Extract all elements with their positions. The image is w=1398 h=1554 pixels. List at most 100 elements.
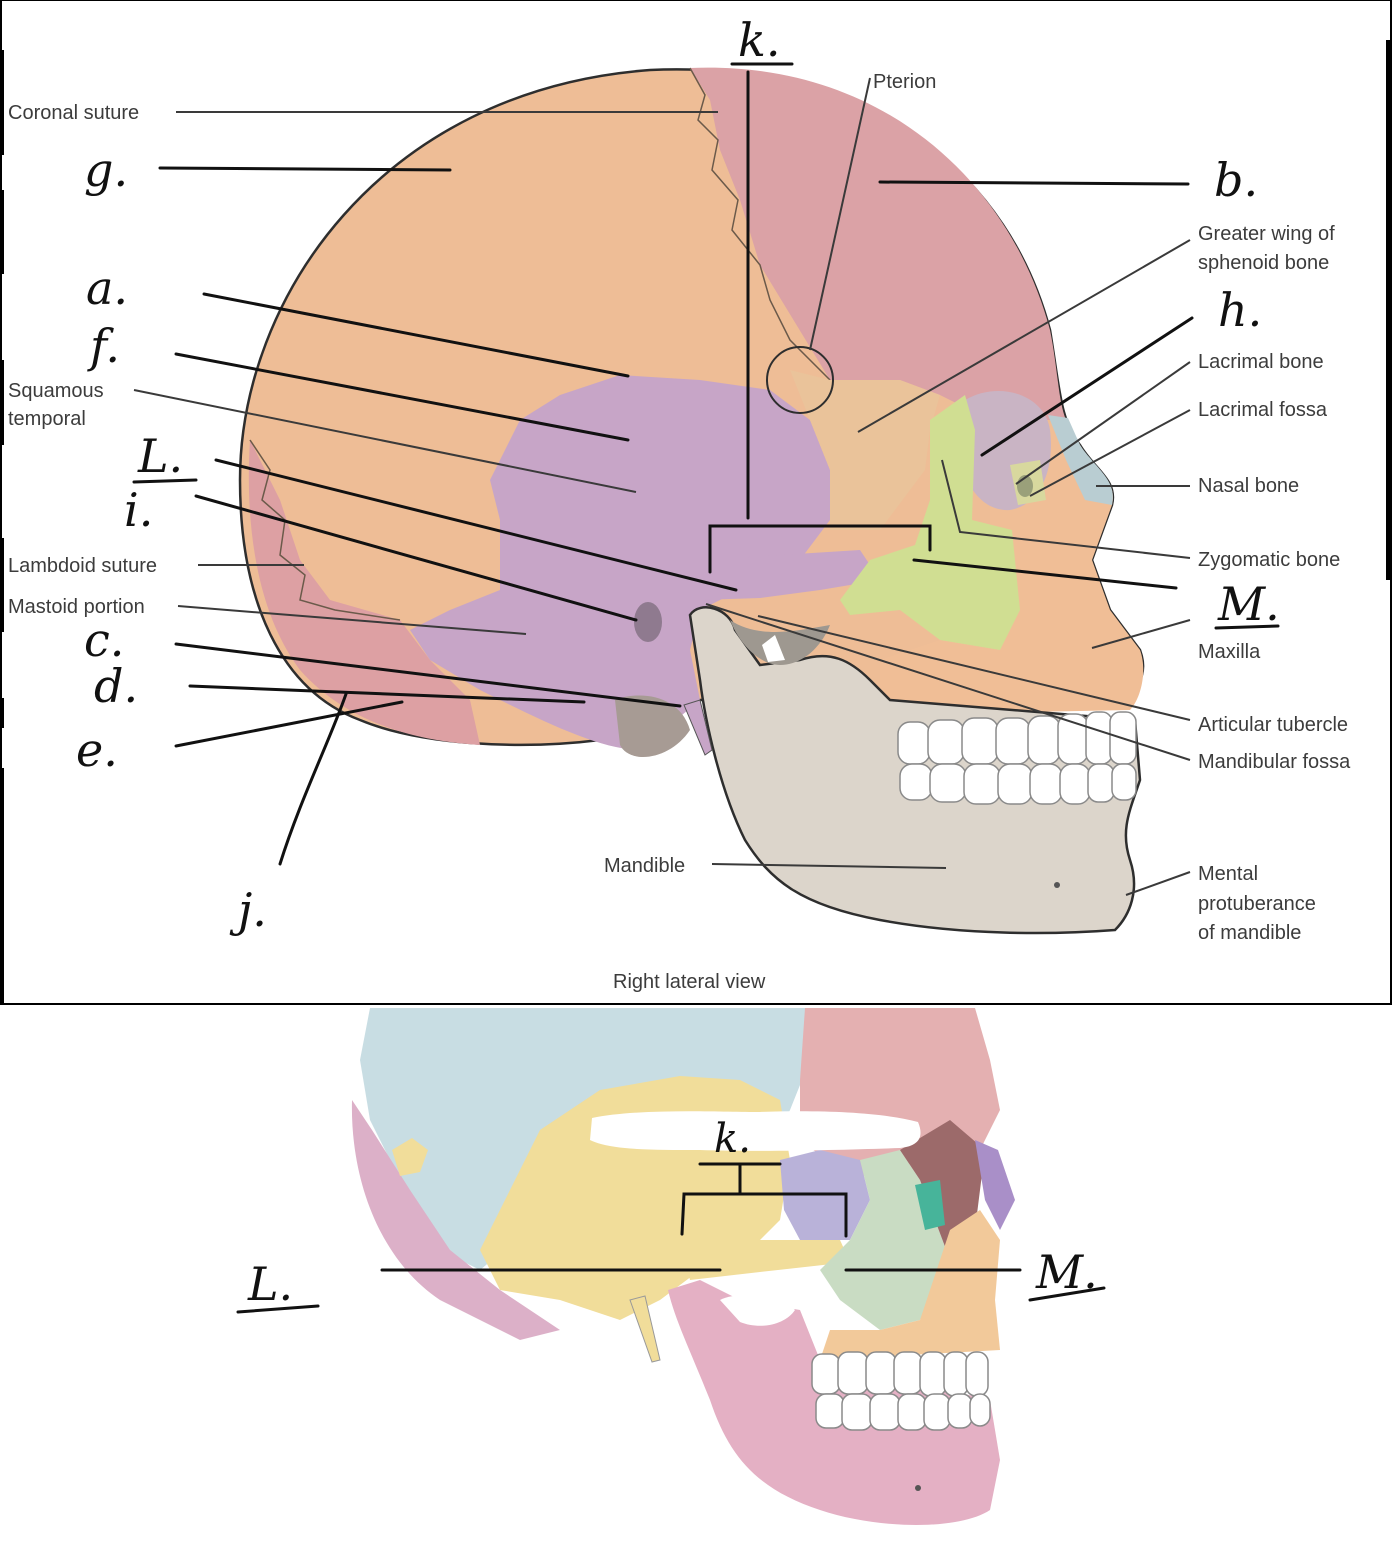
tooth <box>963 763 1001 805</box>
hw-f: f. <box>87 319 120 373</box>
leader-a <box>202 292 630 378</box>
mandibular-notch-opening <box>762 635 785 662</box>
label-mandible: Mandible <box>604 855 685 877</box>
label-mandibular-fossa: Mandibular fossa <box>1198 751 1351 773</box>
leader-e <box>174 700 404 748</box>
tooth <box>919 1351 947 1397</box>
hw-h: h. <box>1218 283 1262 337</box>
leader-i <box>194 494 638 622</box>
leader-M <box>912 558 1178 590</box>
label-squamous-1: Squamous <box>8 380 104 402</box>
bottom-mandibular-notch <box>720 1295 795 1326</box>
underline-L <box>132 478 198 484</box>
leader-mandibular-fossa <box>705 603 1191 761</box>
leader-lacrimal-bone <box>1015 361 1191 485</box>
hw-i: i. <box>124 483 153 537</box>
bottom-bracket-k <box>680 1192 848 1238</box>
tooth <box>837 1351 869 1395</box>
label-greater-wing-2: sphenoid bone <box>1198 252 1329 274</box>
tooth <box>1059 763 1091 805</box>
right-edge-bar <box>1386 40 1392 580</box>
tooth <box>1087 763 1115 803</box>
underline-M <box>1214 624 1280 630</box>
tooth <box>969 1393 991 1427</box>
leader-mastoid-portion <box>177 605 527 635</box>
bottom-underline-L <box>236 1304 320 1314</box>
bottom-occipital <box>351 1100 560 1340</box>
lambdoid-suture-line <box>249 439 401 621</box>
bottom-nasal <box>975 1140 1015 1230</box>
leader-squamous-temporal <box>133 389 637 493</box>
top-panel: Coronal suture Pterion Greater wing of s… <box>0 0 1392 1005</box>
external-acoustic-meatus <box>634 602 662 642</box>
mastoid-process <box>615 695 690 757</box>
leader-d <box>188 684 586 704</box>
bottom-mental-foramen <box>915 1485 921 1491</box>
left-edge-bar <box>0 768 4 1004</box>
mandibular-notch <box>730 620 830 665</box>
mental-foramen <box>1054 882 1060 888</box>
bottom-maxilla <box>820 1210 1000 1360</box>
occipital-bone <box>248 440 480 745</box>
left-edge-bar <box>0 190 4 274</box>
zygomatic-arch <box>700 550 880 600</box>
tooth <box>995 717 1031 765</box>
tooth <box>1085 711 1113 765</box>
tooth <box>899 763 933 801</box>
zygomatic-bone <box>840 395 1020 650</box>
label-lacrimal-fossa: Lacrimal fossa <box>1198 399 1328 421</box>
bracket-k <box>708 524 932 574</box>
label-squamous-2: temporal <box>8 408 86 430</box>
sphenoid-greater-wing <box>790 370 940 530</box>
hw-L: L. <box>137 429 183 483</box>
bottom-hw-M: M. <box>1035 1245 1098 1299</box>
tooth <box>997 763 1033 805</box>
left-edge-bar <box>0 538 4 632</box>
label-mental-1: Mental <box>1198 863 1258 885</box>
label-zygomatic-bone: Zygomatic bone <box>1198 549 1340 571</box>
hw-c: c. <box>84 613 124 667</box>
leader-j <box>278 692 348 866</box>
tooth <box>929 763 967 803</box>
label-nasal-bone: Nasal bone <box>1198 475 1299 497</box>
tooth <box>815 1393 845 1429</box>
tooth <box>897 721 931 765</box>
nasal-bone <box>1048 415 1113 505</box>
leader-greater-wing <box>857 239 1191 433</box>
label-mastoid-portion: Mastoid portion <box>8 596 145 618</box>
tooth <box>865 1351 897 1395</box>
leader-f <box>174 352 630 442</box>
label-lambdoid-suture: Lambdoid suture <box>8 555 157 577</box>
upper-teeth <box>897 711 1137 765</box>
hw-M: M. <box>1217 577 1280 631</box>
bottom-teeth <box>811 1351 991 1431</box>
bottom-panel: k. L. M. <box>236 1008 1106 1525</box>
bottom-styloid <box>629 1295 661 1363</box>
bottom-lacrimal <box>915 1180 945 1230</box>
label-lacrimal-bone: Lacrimal bone <box>1198 351 1324 373</box>
hw-b: b. <box>1214 153 1258 207</box>
tooth <box>1029 763 1063 805</box>
leader-zygomatic-bone <box>941 459 1191 559</box>
bottom-wormian-bone <box>392 1138 428 1176</box>
styloid-process <box>683 699 713 756</box>
leader-b <box>878 180 1190 186</box>
bottom-underline-M <box>1028 1286 1106 1302</box>
leader-L <box>214 458 738 592</box>
pterion-circle <box>766 346 834 414</box>
left-edge-bar <box>0 360 4 445</box>
tooth <box>1111 763 1137 801</box>
leader-c <box>174 642 682 708</box>
leader-h <box>980 316 1194 457</box>
label-greater-wing-1: Greater wing of <box>1198 223 1335 245</box>
hw-g: g. <box>84 143 128 197</box>
frontal-bone <box>690 67 1066 421</box>
leader-articular-tubercle <box>757 615 1191 721</box>
tooth <box>923 1393 951 1431</box>
tooth <box>841 1393 873 1431</box>
tooth <box>947 1393 973 1429</box>
label-maxilla: Maxilla <box>1198 641 1261 663</box>
label-mental-3: of mandible <box>1198 922 1301 944</box>
hw-e: e. <box>76 723 118 777</box>
